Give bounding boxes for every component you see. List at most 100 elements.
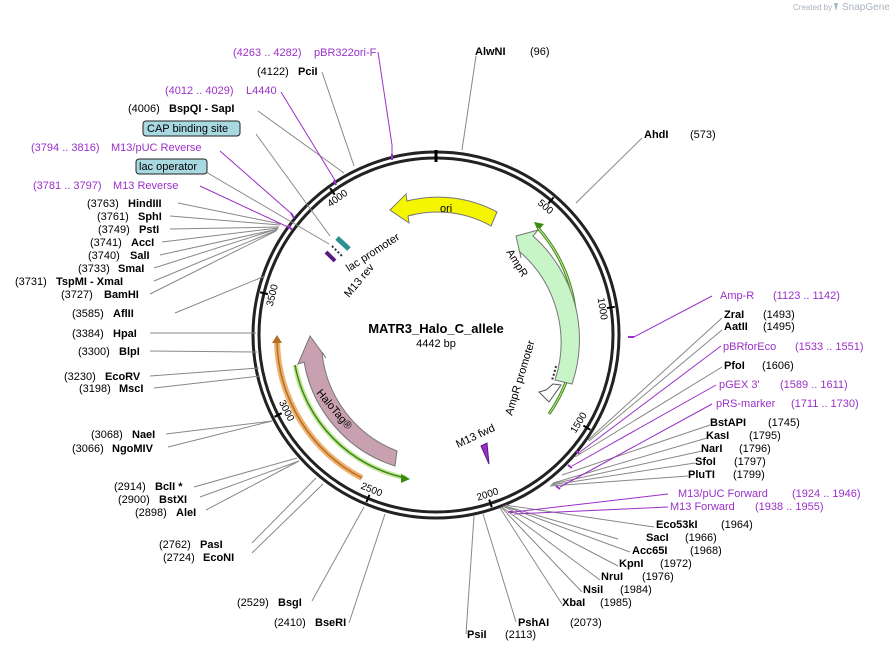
m13-rev-mark — [324, 250, 337, 263]
site-aflii[interactable]: AflII — [113, 308, 134, 320]
site-hindiii-pos: (3763) — [87, 198, 119, 210]
site-tspmi-xmai[interactable]: TspMI - XmaI — [56, 276, 123, 288]
site-hindiii[interactable]: HindIII — [128, 198, 162, 210]
site-hpai-pos: (3384) — [72, 328, 104, 340]
site-ngomiv[interactable]: NgoMIV — [112, 443, 154, 455]
halotag-green-arrow — [294, 364, 407, 479]
lac-operator-box[interactable]: lac operator — [135, 158, 208, 175]
plasmid-name: MATR3_Halo_C_allele — [368, 321, 504, 336]
site-nrui[interactable]: NruI — [601, 571, 623, 583]
site-kasi[interactable]: KasI — [706, 430, 729, 442]
site-pluti[interactable]: PluTI — [688, 469, 715, 481]
site-bcli[interactable]: BclI * — [155, 481, 183, 493]
site-pcii-pos: (4122) — [257, 66, 289, 78]
site-kpni[interactable]: KpnI — [619, 558, 643, 570]
primer-m13-reverse[interactable]: M13 Reverse — [113, 180, 178, 192]
site-pcii[interactable]: PciI — [298, 66, 318, 78]
site-ahdi-pos: (573) — [690, 129, 716, 141]
cap-binding-site-label: CAP binding site — [147, 123, 228, 135]
site-pshai-pos: (2073) — [570, 617, 602, 629]
site-zrai[interactable]: ZraI — [724, 309, 744, 321]
snapgene-credit: Created by SnapGene — [793, 2, 890, 13]
site-blpi[interactable]: BlpI — [119, 346, 140, 358]
site-bspqi-sapi[interactable]: BspQI - SapI — [169, 103, 234, 115]
primer-m13-puc-forward[interactable]: M13/pUC Forward — [678, 488, 768, 500]
site-nrui-pos: (1976) — [642, 571, 674, 583]
tick-label: 3500 — [265, 283, 281, 308]
site-nsii[interactable]: NsiI — [583, 584, 603, 596]
site-naei-pos: (3068) — [91, 429, 123, 441]
primer-prs-marker[interactable]: pRS-marker — [716, 398, 776, 410]
tick-mark — [582, 424, 591, 431]
site-bseri[interactable]: BseRI — [315, 617, 346, 629]
primer-pbr322ori-f[interactable]: pBR322ori-F — [314, 47, 377, 59]
pbrforeco-mark — [575, 450, 581, 455]
site-psii-pos: (2113) — [505, 629, 536, 641]
site-acc65i-pos: (1968) — [690, 545, 722, 557]
snapgene-logo-icon — [834, 3, 838, 11]
ampr-promoter-feature[interactable] — [538, 383, 562, 403]
site-alei[interactable]: AleI — [176, 507, 196, 519]
primer-m13-puc-forward-range: (1924 .. 1946) — [792, 488, 861, 500]
site-pasi-pos: (2762) — [159, 539, 191, 551]
site-saci[interactable]: SacI — [646, 532, 669, 544]
site-acc65i[interactable]: Acc65I — [632, 545, 667, 557]
site-aatii-pos: (1495) — [763, 321, 795, 333]
cap-binding-site-box[interactable]: CAP binding site — [142, 120, 241, 137]
site-pfoi[interactable]: PfoI — [724, 360, 745, 372]
site-sfoi[interactable]: SfoI — [695, 456, 716, 468]
site-psii[interactable]: PsiI — [467, 629, 487, 641]
site-xbai-pos: (1985) — [600, 597, 632, 609]
primer-m13-puc-reverse[interactable]: M13/pUC Reverse — [111, 142, 201, 154]
credit-text: Created by — [793, 3, 832, 12]
site-tspmi-xmai-pos: (3731) — [15, 276, 47, 288]
site-zrai-pos: (1493) — [763, 309, 795, 321]
primer-pgex3[interactable]: pGEX 3' — [719, 379, 760, 391]
primer-l4440[interactable]: L4440 — [246, 85, 277, 97]
site-aatii[interactable]: AatII — [724, 321, 748, 333]
halotag-feature[interactable] — [297, 334, 398, 467]
primer-m13-reverse-range: (3781 .. 3797) — [33, 180, 102, 192]
site-pshai[interactable]: PshAI — [518, 617, 549, 629]
primer-m13-forward[interactable]: M13 Forward — [670, 501, 735, 513]
site-econi[interactable]: EcoNI — [203, 552, 234, 564]
site-nari-pos: (1796) — [739, 443, 771, 455]
site-acci[interactable]: AccI — [131, 237, 154, 249]
site-msci[interactable]: MscI — [119, 383, 143, 395]
site-ecorv[interactable]: EcoRV — [105, 371, 141, 383]
tick-mark — [329, 187, 336, 196]
site-bsgi[interactable]: BsgI — [278, 597, 302, 609]
site-naei[interactable]: NaeI — [132, 429, 155, 441]
site-sphi[interactable]: SphI — [138, 211, 162, 223]
primer-pbrforeco[interactable]: pBRforEco — [723, 341, 776, 353]
site-bstapi[interactable]: BstAPI — [710, 417, 746, 429]
site-pasi[interactable]: PasI — [200, 539, 223, 551]
ampr-feature[interactable] — [515, 229, 580, 385]
primer-amp-r[interactable]: Amp-R — [720, 290, 754, 302]
tick-label: 1000 — [595, 297, 609, 321]
m13-fwd-feature[interactable] — [480, 442, 490, 465]
site-smai-pos: (3733) — [78, 263, 110, 275]
site-bstxi[interactable]: BstXI — [159, 494, 187, 506]
site-smai[interactable]: SmaI — [118, 263, 144, 275]
site-xbai[interactable]: XbaI — [562, 597, 585, 609]
site-blpi-pos: (3300) — [78, 346, 110, 358]
primer-pbr322ori-f-range: (4263 .. 4282) — [233, 47, 302, 59]
lac-operator-rect — [135, 158, 208, 175]
halotag-outer-arrow — [276, 341, 363, 479]
site-hpai[interactable]: HpaI — [113, 328, 137, 340]
site-nari[interactable]: NarI — [701, 443, 722, 455]
site-alwni[interactable]: AlwNI — [475, 46, 506, 58]
cap-binding-site-rect — [142, 120, 241, 137]
site-ahdi[interactable]: AhdI — [644, 129, 668, 141]
site-bamhi-pos: (3727) — [61, 289, 93, 301]
site-sali[interactable]: SalI — [130, 250, 150, 262]
site-eco53ki[interactable]: Eco53kI — [656, 519, 698, 531]
site-kasi-pos: (1795) — [749, 430, 781, 442]
site-psti[interactable]: PstI — [139, 224, 159, 236]
ori-feature[interactable] — [389, 192, 498, 227]
prs-marker-mark — [555, 485, 561, 490]
site-bamhi[interactable]: BamHI — [104, 289, 139, 301]
